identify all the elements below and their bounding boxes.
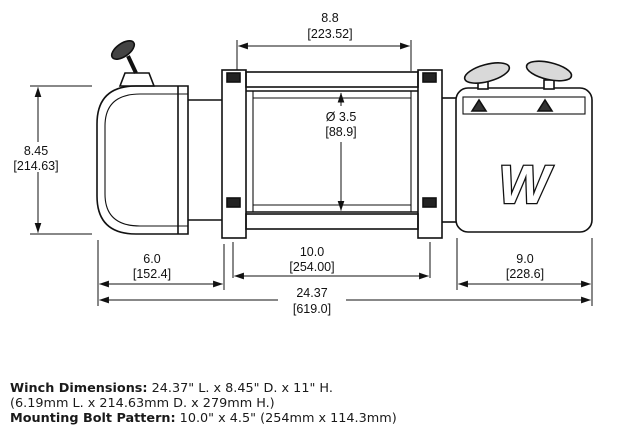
clutch-lever xyxy=(463,62,511,84)
dimension-lines xyxy=(30,40,593,306)
dim-overall-mm: [619.0] xyxy=(293,302,331,316)
lever-stem xyxy=(543,79,555,90)
motor-lever-shaft xyxy=(126,55,138,74)
bolt-mark xyxy=(422,197,437,208)
motor-lever-base xyxy=(118,72,156,87)
top-tie-bar xyxy=(245,71,419,88)
dim-top-mm: [223.52] xyxy=(307,27,352,41)
clutch-label-band xyxy=(462,96,586,115)
winch-dimensions-value: 24.37" L. x 8.45" D. x 11" H. xyxy=(147,381,333,396)
spec-notes: Winch Dimensions: 24.37" L. x 8.45" D. x… xyxy=(10,381,397,426)
dim-bolt-in: 10.0 xyxy=(300,245,324,259)
motor-housing xyxy=(96,85,189,235)
dim-drum-mm: [88.9] xyxy=(325,125,356,139)
dim-bolt-mm: [254.00] xyxy=(289,260,334,274)
winch-diagram: W xyxy=(13,11,593,316)
bolt-mark xyxy=(422,72,437,83)
winch-dimensions-label: Winch Dimensions: xyxy=(10,381,148,396)
dim-overall-in: 24.37 xyxy=(296,286,327,300)
dimension-labels: 8.8 [223.52] 8.45 [214.63] Ø 3.5 [88.9] … xyxy=(13,11,544,316)
clutch-triangle-icon xyxy=(536,98,554,112)
motor-housing-inner-contour xyxy=(104,93,188,227)
dim-motor-in: 6.0 xyxy=(143,252,160,266)
mounting-bolt-label: Mounting Bolt Pattern: xyxy=(10,411,176,426)
dim-control-mm: [228.6] xyxy=(506,267,544,281)
motor-lever-grip xyxy=(110,40,136,60)
bolt-mark xyxy=(226,197,241,208)
mounting-bolt-value: 10.0" x 4.5" (254mm x 114.3mm) xyxy=(175,411,397,426)
clutch-triangle-icon xyxy=(470,98,488,112)
control-box xyxy=(455,87,593,233)
mounting-bolt-line: Mounting Bolt Pattern: 10.0" x 4.5" (254… xyxy=(10,411,397,426)
winch-dimensions-line: Winch Dimensions: 24.37" L. x 8.45" D. x… xyxy=(10,381,397,396)
winch-dimensions-metric: (6.19mm L. x 214.63mm D. x 279mm H.) xyxy=(10,396,275,411)
dim-drum-in: Ø 3.5 xyxy=(326,110,357,124)
brand-logo-w: W xyxy=(499,155,554,215)
dim-motor-mm: [152.4] xyxy=(133,267,171,281)
dim-control-in: 9.0 xyxy=(516,252,533,266)
clutch-lever xyxy=(525,60,573,82)
dim-top-in: 8.8 xyxy=(321,11,338,25)
right-mount-plate xyxy=(417,69,443,239)
dim-height-in: 8.45 xyxy=(24,144,48,158)
winch-drawing xyxy=(96,40,593,239)
bolt-mark xyxy=(226,72,241,83)
bottom-tie-bar xyxy=(245,213,419,230)
drum xyxy=(246,90,418,213)
left-mount-plate xyxy=(221,69,247,239)
dim-height-mm: [214.63] xyxy=(13,159,58,173)
